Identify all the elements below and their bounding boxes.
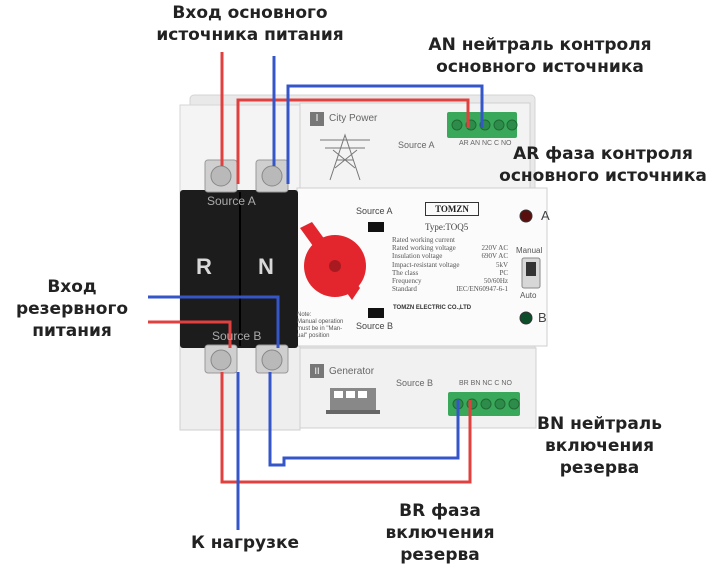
spec-name: Rated working current	[392, 236, 455, 244]
manual-note: Note: Manual operation must be in "Man- …	[297, 312, 344, 339]
spec-name: Frequency	[392, 277, 422, 285]
label-bn-neutral: BN нейтраль включения резерва	[537, 414, 662, 478]
source-a-slot	[368, 222, 384, 232]
terminal-bottom-label: BR BN NC C NO	[459, 380, 512, 387]
manual-auto-switch-knob	[526, 262, 536, 276]
city-power-number: I	[310, 112, 324, 126]
label-an-neutral: AN нейтраль контроля основного источника	[428, 35, 652, 77]
spec-name: Rated working voltage	[392, 244, 456, 253]
generator-number: II	[310, 364, 324, 378]
source-b-bottom-label: Source B	[212, 329, 262, 343]
type-label: Type:TOQ5	[425, 222, 469, 232]
auto-label: Auto	[520, 291, 537, 300]
terminal-top-label: AR AN NC C NO	[459, 140, 512, 147]
label-br-phase: BR фаза включения резерва	[385, 501, 495, 565]
r-letter: R	[196, 254, 212, 279]
indicator-a-label: A	[541, 208, 550, 223]
screw-head-bottom-left	[210, 349, 232, 371]
spec-name: The class	[392, 268, 419, 277]
n-letter: N	[258, 254, 274, 279]
spec-name: Standard	[392, 285, 417, 294]
generator-label: Generator	[329, 366, 375, 377]
label-to-load: К нагрузке	[190, 533, 300, 553]
switch-source-b: Source B	[356, 321, 394, 331]
phase-wires	[148, 52, 472, 484]
source-b-slot	[368, 308, 384, 318]
brand-logo: TOMZN	[425, 202, 479, 216]
switch-source-a: Source A	[356, 206, 393, 216]
terminal-block-bottom	[448, 392, 520, 416]
spec-value: 690V AC	[481, 252, 508, 261]
manual-label: Manual	[516, 246, 543, 255]
indicator-b-led	[519, 311, 533, 325]
power-tower-icon	[320, 133, 370, 181]
spec-value: PC	[499, 268, 508, 277]
source-a-right-label: Source A	[398, 140, 435, 150]
source-b-right-label: Source B	[396, 378, 434, 388]
spec-name: Impact-resistant voltage	[392, 260, 460, 269]
spec-value: 5kV	[495, 260, 508, 269]
screw-head-top-right	[261, 165, 283, 187]
spec-value: 50/60Hz	[483, 277, 508, 285]
indicator-b-label: B	[538, 310, 547, 325]
maker-label: TOMZN ELECTRIC CO.,LTD	[393, 305, 472, 311]
neutral-wires	[148, 56, 484, 530]
label-reserve-input: Вход резервного питания	[15, 277, 129, 341]
rotary-handle	[300, 222, 366, 300]
spec-value: IEC/EN60947-6-1	[456, 285, 508, 294]
label-ar-phase: AR фаза контроля основного источника	[499, 144, 707, 186]
screw-head-bottom-right	[261, 349, 283, 371]
screw-head-top-left	[210, 165, 232, 187]
spec-name: Insulation voltage	[392, 252, 443, 261]
label-main-input: Вход основного источника питания	[156, 3, 344, 45]
source-a-top-label: Source A	[207, 194, 256, 208]
indicator-a-led	[519, 209, 533, 223]
city-power-label: City Power	[329, 113, 378, 124]
spec-value: 220V AC	[481, 244, 508, 253]
generator-icon	[326, 388, 380, 414]
